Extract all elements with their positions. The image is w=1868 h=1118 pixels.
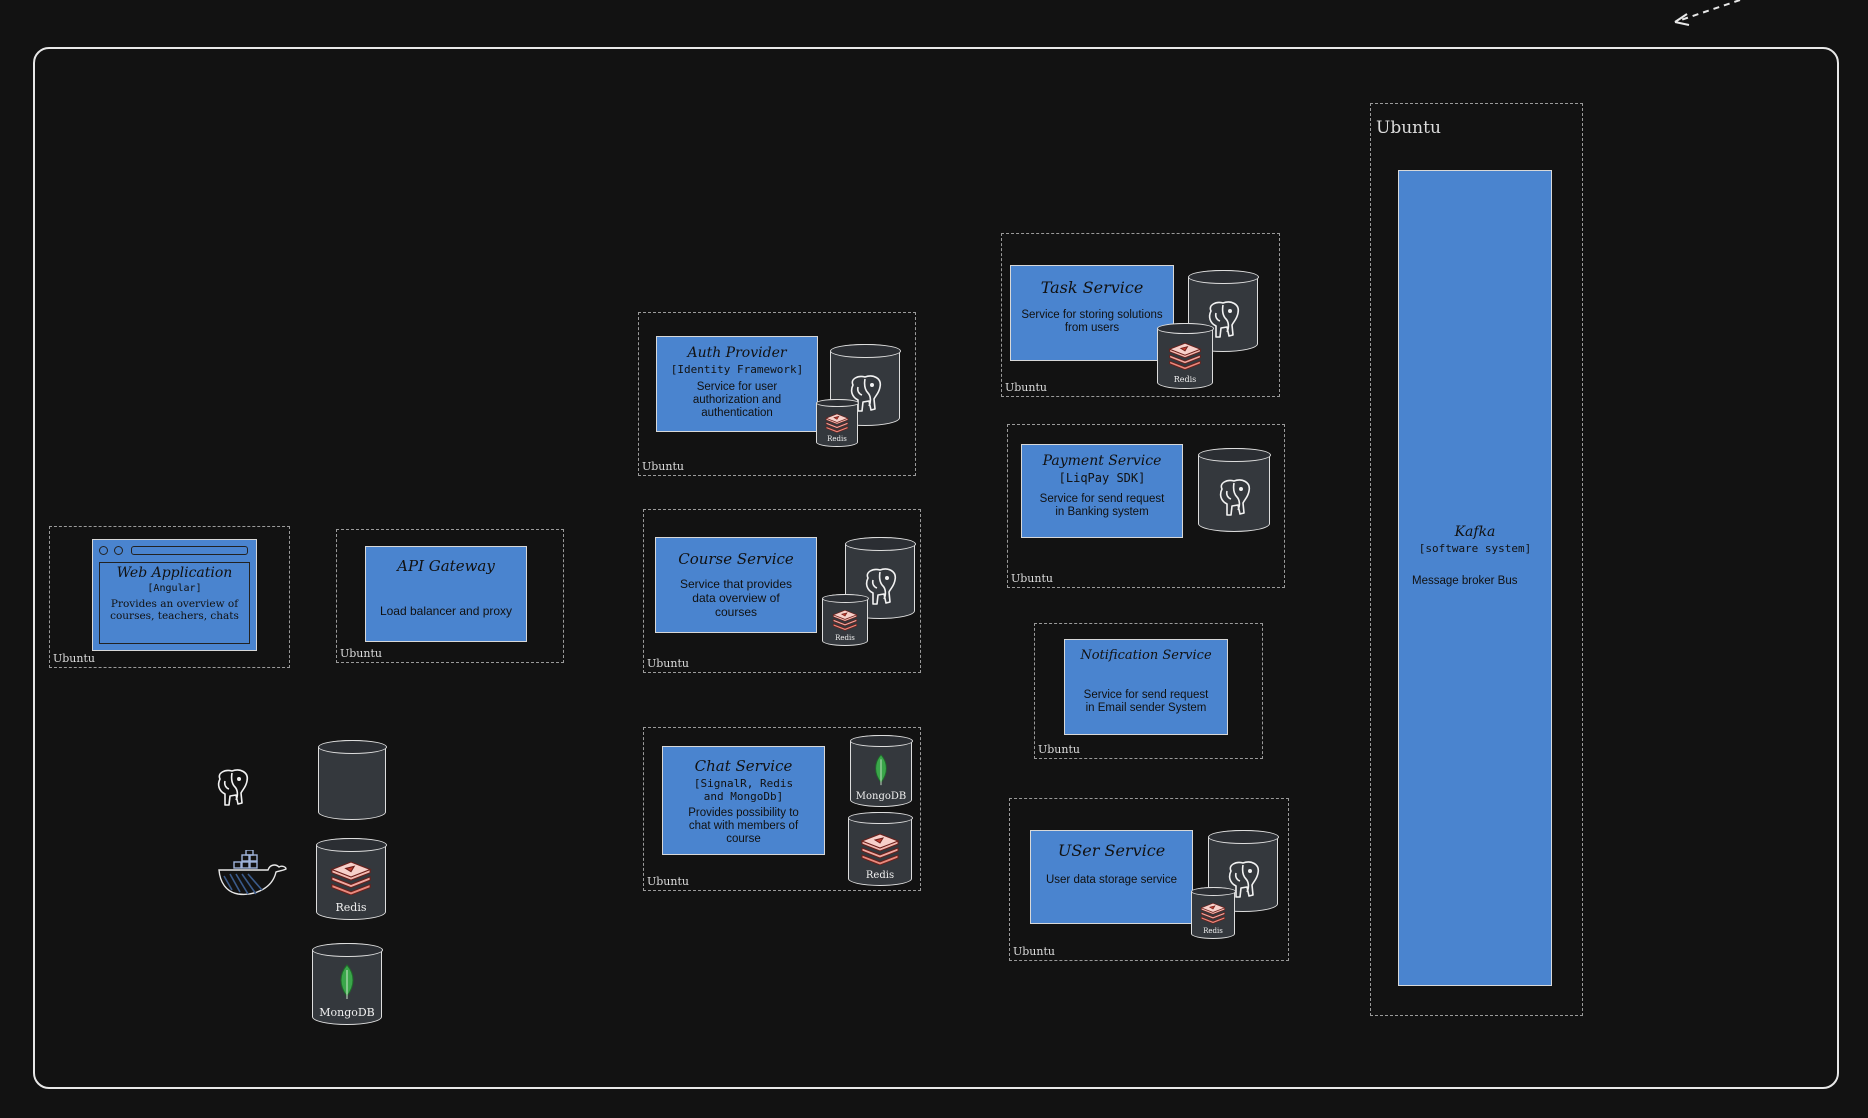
legend-redis-db: Redis [315,837,387,920]
mongodb-leaf-icon [875,754,887,786]
mongodb-leaf-icon [340,964,354,999]
mongodb-label: MongoDB [319,1006,375,1020]
host-auth: Ubuntu [638,312,916,476]
api-gateway-title: API Gateway [397,557,495,575]
payment-service-box[interactable]: Payment Service [LiqPay SDK] Service for… [1021,444,1183,538]
host-label: Ubuntu [1376,118,1441,138]
redis-label: Redis [835,634,855,642]
web-app-inner: Web Application [Angular] Provides an ov… [99,562,250,644]
payment-desc: Service for send request in Banking syst… [1039,493,1165,519]
user-title: USer Service [1057,841,1166,860]
browser-dot-icon [114,546,123,555]
host-label: Ubuntu [1005,381,1047,394]
api-gateway-box[interactable]: API Gateway Load balancer and proxy [365,546,527,642]
redis-label: Redis [865,869,895,881]
auth-subtitle: [Identity Framework] [670,363,804,376]
course-redis-db: Redis [821,593,869,646]
api-gateway-desc: Load balancer and proxy [379,604,513,618]
task-title: Task Service [1040,278,1144,297]
web-app-desc: Provides an overview of courses, teacher… [110,598,239,623]
kafka-title: Kafka [1454,524,1496,540]
postgres-elephant-icon [1228,861,1260,898]
redis-label: Redis [335,901,367,915]
auth-provider-box[interactable]: Auth Provider [Identity Framework] Servi… [656,336,818,432]
host-task: Ubuntu [1001,233,1280,397]
chat-mongo-db: MongoDB [849,734,913,807]
chat-redis-db: Redis [847,811,913,886]
chat-service-box[interactable]: Chat Service [SignalR, Redis and MongoDb… [662,746,825,855]
chat-title: Chat Service [694,757,793,775]
auth-redis-db: Redis [815,398,859,447]
web-application-box[interactable]: Web Application [Angular] Provides an ov… [92,539,257,651]
auth-desc: Service for user authorization and authe… [692,381,782,420]
redis-stack-icon [1200,902,1226,924]
auth-title: Auth Provider [687,345,787,361]
kafka-desc: Message broker Bus [1412,575,1518,587]
course-desc: Service that provides data overview of c… [679,577,793,619]
host-label: Ubuntu [340,647,382,660]
mongodb-label: MongoDB [855,790,907,802]
web-app-subtitle: [Angular] [147,583,202,594]
task-service-box[interactable]: Task Service Service for storing solutio… [1010,265,1174,361]
payment-postgres-db [1197,447,1271,532]
host-user: Ubuntu [1009,798,1289,961]
kafka-box[interactable]: Kafka [software system] Message broker B… [1398,170,1552,986]
docker-whale-icon [218,850,287,896]
host-kafka: Ubuntu [1370,103,1583,1016]
postgres-elephant-icon [217,769,249,806]
chat-desc: Provides possibility to chat with member… [688,807,799,846]
payment-title: Payment Service [1042,453,1162,469]
host-label: Ubuntu [647,875,689,888]
system-boundary [33,47,1839,1089]
kafka-subtitle: [software system] [1418,542,1532,555]
host-api-gateway: Ubuntu [336,529,564,663]
chat-subtitle: [SignalR, Redis and MongoDb] [693,777,794,803]
host-chat: Ubuntu [643,727,921,891]
redis-stack-icon [860,833,900,865]
address-bar [131,546,248,555]
host-web-app: Ubuntu [49,526,290,668]
browser-dots-icon [99,546,108,555]
host-label: Ubuntu [1013,945,1055,958]
postgres-elephant-icon [850,375,882,412]
postgres-elephant-icon [1219,479,1251,516]
payment-subtitle: [LiqPay SDK] [1058,471,1146,485]
host-notification: Ubuntu [1034,623,1263,759]
redis-stack-icon [330,861,372,895]
postgres-elephant-icon [865,568,897,605]
notification-desc: Service for send request in Email sender… [1083,689,1209,715]
web-app-title: Web Application [116,565,233,581]
user-service-box[interactable]: USer Service User data storage service [1030,830,1193,924]
host-label: Ubuntu [642,460,684,473]
redis-label: Redis [1203,927,1223,935]
host-label: Ubuntu [53,652,95,665]
redis-stack-icon [825,413,849,433]
host-payment: Ubuntu [1007,424,1285,588]
notification-service-box[interactable]: Notification Service Service for send re… [1064,639,1228,735]
task-desc: Service for storing solutions from users [1021,309,1163,335]
course-title: Course Service [678,550,794,568]
host-label: Ubuntu [1038,743,1080,756]
user-redis-db: Redis [1190,886,1236,939]
redis-stack-icon [1168,342,1202,370]
user-desc: User data storage service [1045,874,1178,886]
redis-label: Redis [827,435,847,444]
host-course: Ubuntu [643,509,921,673]
notification-title: Notification Service [1080,648,1212,663]
dashed-arrow-icon [1674,0,1741,26]
task-redis-db: Redis [1156,322,1214,389]
legend-postgres-db [317,739,387,820]
host-label: Ubuntu [647,657,689,670]
redis-label: Redis [1173,375,1197,385]
course-service-box[interactable]: Course Service Service that provides dat… [655,537,817,633]
browser-bar [99,545,250,557]
legend-mongo-db: MongoDB [311,942,383,1025]
postgres-elephant-icon [1208,301,1240,338]
redis-stack-icon [832,609,858,631]
host-label: Ubuntu [1011,572,1053,585]
